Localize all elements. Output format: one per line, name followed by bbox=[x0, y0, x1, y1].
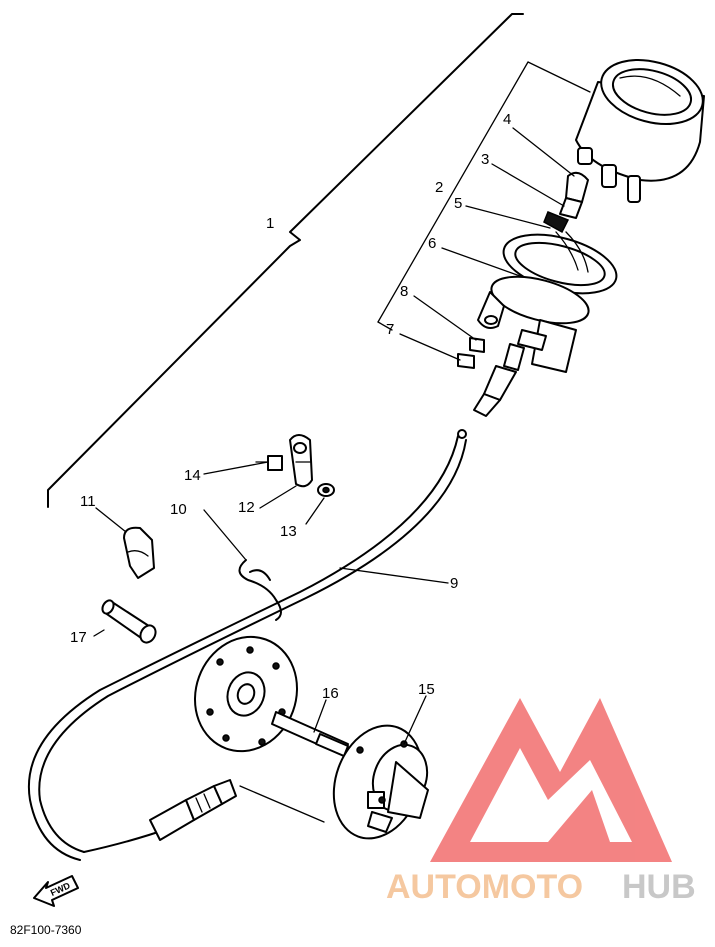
callout-13: 13 bbox=[280, 523, 297, 540]
callout-11: 11 bbox=[80, 493, 96, 510]
callout-12: 12 bbox=[238, 499, 255, 516]
drive-plate bbox=[193, 635, 299, 753]
cable-clamp bbox=[238, 559, 282, 621]
callout-3: 3 bbox=[481, 151, 489, 168]
cable-lower-fitting bbox=[149, 779, 237, 841]
cable-upper-fitting bbox=[457, 343, 525, 439]
callout-4: 4 bbox=[503, 111, 511, 128]
assembly-bracket-1 bbox=[47, 13, 524, 508]
automotohub-logo-mark bbox=[430, 698, 672, 862]
leader-lines bbox=[93, 127, 575, 823]
speedometer-gear-unit bbox=[332, 724, 429, 840]
callout-9: 9 bbox=[450, 575, 458, 592]
watermark-brand-part1: AUTOMOTO bbox=[386, 868, 583, 906]
meter-bracket bbox=[477, 275, 590, 373]
callout-10: 10 bbox=[170, 501, 187, 518]
callout-5: 5 bbox=[454, 195, 462, 212]
sleeve-17 bbox=[101, 599, 157, 644]
callout-17: 17 bbox=[70, 629, 87, 646]
clamp-12 bbox=[289, 434, 313, 488]
callout-15: 15 bbox=[418, 681, 435, 698]
subassembly-bracket-2 bbox=[377, 61, 591, 331]
speedometer-meter bbox=[575, 59, 705, 203]
callout-8: 8 bbox=[400, 283, 408, 300]
shaft-16 bbox=[271, 711, 349, 757]
callout-1: 1 bbox=[266, 215, 274, 232]
callout-6: 6 bbox=[428, 235, 436, 252]
bulb-socket bbox=[543, 171, 589, 234]
nut-7 bbox=[457, 353, 475, 369]
grommet-8 bbox=[469, 337, 485, 353]
automotohub-watermark-text: AUTOMOTO HUB bbox=[386, 868, 696, 906]
clamp-11 bbox=[123, 526, 155, 579]
callout-14: 14 bbox=[184, 467, 201, 484]
fwd-direction-arrow: FWD bbox=[33, 875, 79, 907]
washer-13 bbox=[317, 483, 335, 497]
callout-7: 7 bbox=[386, 321, 394, 338]
watermark-brand-part2: HUB bbox=[622, 868, 696, 906]
callout-2: 2 bbox=[435, 179, 443, 196]
drawing-code: 82F100-7360 bbox=[10, 923, 82, 937]
callout-16: 16 bbox=[322, 685, 339, 702]
